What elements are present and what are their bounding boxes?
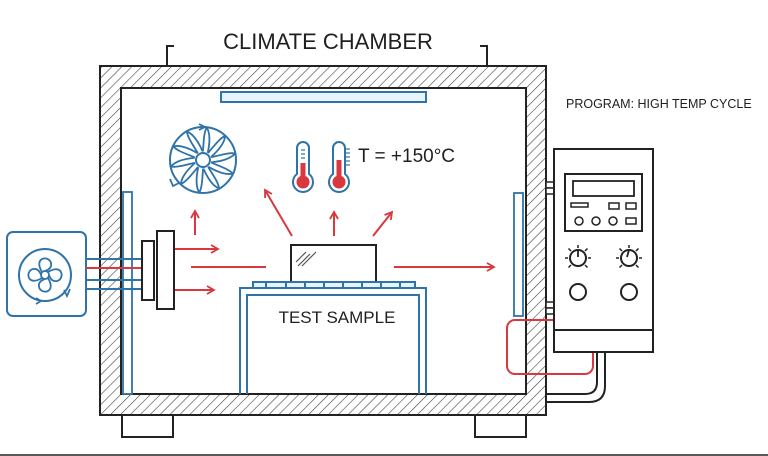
thermometer-icon bbox=[292, 141, 314, 193]
sample-label: TEST SAMPLE bbox=[279, 308, 396, 327]
diagram-title: CLIMATE CHAMBER bbox=[223, 29, 433, 54]
mode-knob-icon[interactable] bbox=[616, 245, 642, 269]
indicator-lamp bbox=[569, 283, 587, 301]
small-button[interactable] bbox=[608, 202, 620, 210]
wall-connectors bbox=[545, 181, 555, 315]
right-hook bbox=[480, 45, 488, 65]
left-wall-panel bbox=[122, 191, 133, 395]
fan-icon bbox=[27, 257, 63, 293]
test-sample bbox=[290, 244, 377, 283]
round-button[interactable] bbox=[608, 216, 618, 226]
small-button[interactable] bbox=[625, 217, 637, 225]
right-wall-panel bbox=[513, 192, 524, 317]
heater-block bbox=[156, 230, 175, 310]
right-foot bbox=[474, 414, 527, 438]
chamber-body bbox=[99, 65, 547, 416]
round-button[interactable] bbox=[591, 216, 601, 226]
setpoint-knob-icon[interactable] bbox=[565, 245, 591, 269]
round-button[interactable] bbox=[574, 216, 584, 226]
heater-plate bbox=[141, 240, 155, 301]
heat-arrow bbox=[264, 188, 293, 237]
lcd-display bbox=[572, 180, 635, 197]
small-button[interactable] bbox=[625, 202, 637, 210]
control-pipes bbox=[546, 352, 606, 403]
thermometer-icon bbox=[328, 141, 350, 193]
air-ducts bbox=[86, 258, 142, 290]
status-led-bar bbox=[570, 202, 589, 208]
external-fan-unit bbox=[6, 231, 87, 317]
temperature-readout: T = +150°C bbox=[358, 146, 455, 167]
heat-arrow bbox=[372, 210, 394, 237]
sample-table bbox=[239, 281, 427, 394]
circulation-fan-icon bbox=[169, 123, 237, 194]
heat-flow-arrows bbox=[175, 188, 496, 295]
left-foot bbox=[121, 414, 174, 438]
left-hook bbox=[166, 45, 174, 65]
program-label: PROGRAM: HIGH TEMP CYCLE bbox=[566, 97, 752, 111]
indicator-lamp bbox=[620, 283, 638, 301]
ceiling-light-panel bbox=[220, 91, 427, 103]
control-panel bbox=[553, 148, 654, 353]
